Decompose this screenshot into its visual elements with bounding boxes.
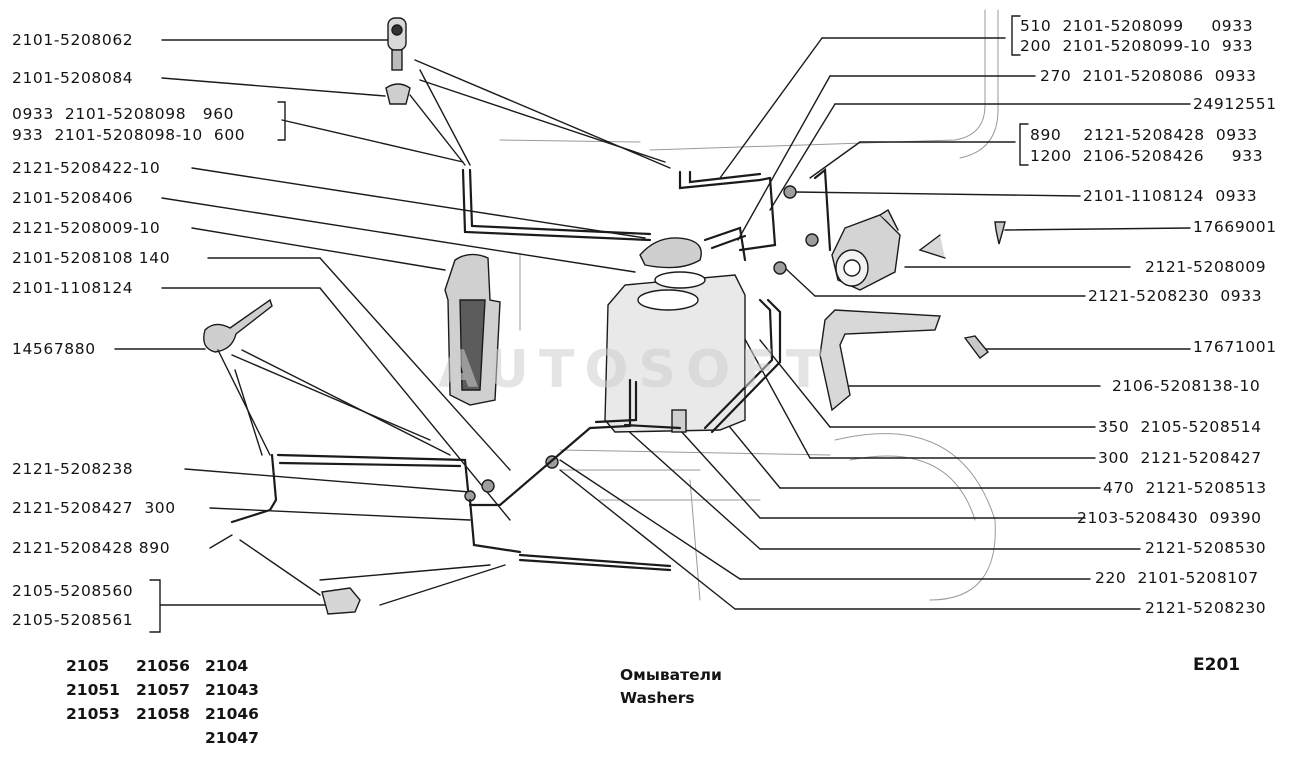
label-part-2101-5208107: 220 2101-5208107	[1095, 569, 1259, 587]
label-part-2101-5208108: 2101-5208108 140	[12, 249, 171, 267]
label-part-2106-5208426: 1200 2106-5208426 933	[1030, 147, 1264, 165]
car-body-outline	[499, 9, 999, 601]
label-part-2101-5208098: 0933 2101-5208098 960	[12, 105, 235, 123]
label-part-2121-5208422-10: 2121-5208422-10	[12, 159, 161, 177]
label-part-17669001: 17669001	[1193, 218, 1277, 236]
label-part-2101-1108124-r: 2101-1108124 0933	[1083, 187, 1258, 205]
rear-washer-nozzle	[203, 298, 451, 456]
model-list-col3: 2104 21043 21046 21047	[205, 654, 259, 750]
hose-clip	[239, 539, 506, 615]
screws	[963, 221, 1006, 359]
caption-russian: Омыватели	[620, 666, 722, 684]
leader-lines-left	[114, 39, 646, 606]
label-part-2121-5208427: 2121-5208427 300	[12, 499, 176, 517]
label-part-2121-5208230-0933: 2121-5208230 0933	[1088, 287, 1263, 305]
label-part-2105-5208561: 2105-5208561	[12, 611, 134, 629]
label-part-2105-5208560: 2105-5208560	[12, 582, 134, 600]
label-part-17671001: 17671001	[1193, 338, 1277, 356]
label-part-24912551: 24912551	[1193, 95, 1277, 113]
label-part-2101-1108124: 2101-1108124	[12, 279, 134, 297]
watermark: AUTOSOFT	[438, 340, 832, 400]
caption-english: Washers	[620, 689, 695, 707]
label-part-2121-5208530: 2121-5208530	[1145, 539, 1267, 557]
label-part-2101-5208098-10: 933 2101-5208098-10 600	[12, 126, 246, 144]
mounting-bracket	[819, 234, 946, 412]
label-part-2101-5208406: 2101-5208406	[12, 189, 134, 207]
page-code: E201	[1193, 655, 1241, 675]
model-code: 21051	[66, 681, 120, 699]
label-part-2101-5208099-10: 200 2101-5208099-10 933	[1020, 37, 1254, 55]
label-part-2121-5208427-r: 300 2121-5208427	[1098, 449, 1262, 467]
label-part-2121-5208428-r: 890 2121-5208428 0933	[1030, 126, 1258, 144]
label-part-2121-5208009-10: 2121-5208009-10	[12, 219, 161, 237]
model-code: 21047	[205, 729, 259, 747]
leader-lines-right	[559, 37, 1191, 610]
model-code: 2104	[205, 657, 249, 675]
label-part-14567880: 14567880	[12, 340, 96, 358]
hose-lower	[468, 298, 782, 572]
model-code: 21043	[205, 681, 259, 699]
label-part-2105-5208514: 350 2105-5208514	[1098, 418, 1262, 436]
model-list-col1: 2105 21051 21053	[66, 654, 120, 726]
washer-pump-left	[444, 253, 501, 406]
label-part-2101-5208084: 2101-5208084	[12, 69, 134, 87]
label-part-2121-5208428: 2121-5208428 890	[12, 539, 171, 557]
label-part-2121-5208230: 2121-5208230	[1145, 599, 1267, 617]
hose-upper	[461, 167, 832, 262]
model-code: 21056	[136, 657, 190, 675]
model-code: 21053	[66, 705, 120, 723]
model-code: 2105	[66, 657, 110, 675]
label-part-2101-5208086: 270 2101-5208086 0933	[1040, 67, 1257, 85]
model-code: 21058	[136, 705, 190, 723]
label-part-2121-5208513: 470 2121-5208513	[1103, 479, 1267, 497]
model-code: 21046	[205, 705, 259, 723]
washer-reservoir	[604, 237, 746, 433]
label-part-2121-5208238: 2121-5208238	[12, 460, 134, 478]
front-washer-nozzle	[385, 17, 671, 169]
model-code: 21057	[136, 681, 190, 699]
label-part-2103-5208430: 2103-5208430 09390	[1077, 509, 1262, 527]
label-part-2106-5208138-10: 2106-5208138-10	[1112, 377, 1261, 395]
label-part-2121-5208009: 2121-5208009	[1145, 258, 1267, 276]
washer-pump-right	[831, 208, 901, 291]
label-part-2101-5208099: 510 2101-5208099 0933	[1020, 17, 1254, 35]
label-part-2101-5208062: 2101-5208062	[12, 31, 134, 49]
rear-hose-loop	[230, 453, 470, 524]
model-list-col2: 21056 21057 21058	[136, 654, 190, 726]
